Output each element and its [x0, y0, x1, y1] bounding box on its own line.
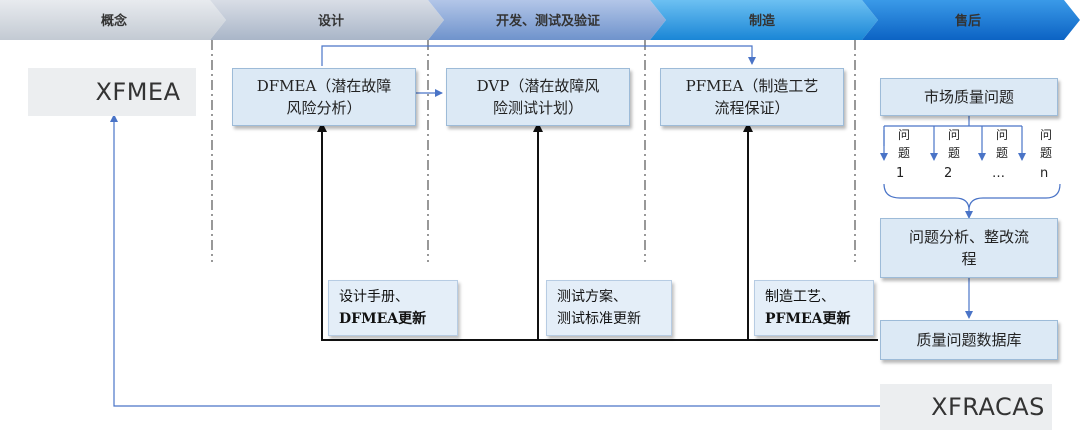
- xfracas-logo: XFRACAS: [880, 384, 1052, 430]
- phase-chevron-aftersales: [862, 0, 1080, 40]
- dfmea-line-2: 风险分析）: [286, 99, 362, 117]
- problem-n-number: n: [1040, 166, 1049, 181]
- mfg-note-line-1: 制造工艺、: [765, 289, 835, 305]
- quality-database-box: 质量问题数据库: [880, 320, 1058, 360]
- market-quality-label: 市场质量问题: [923, 88, 1014, 106]
- phase-label-aftersales: 售后: [955, 13, 981, 29]
- dvp-line-2: 险测试计划）: [492, 99, 583, 117]
- design-note-line-1: 设计手册、: [339, 289, 409, 305]
- dvp-line-1: DVP（潜在故障风: [476, 77, 600, 95]
- phase-label-concept: 概念: [101, 13, 127, 29]
- dfmea-box: DFMEA（潜在故障风险分析）: [232, 68, 416, 126]
- design-update-note: 设计手册、 DFMEA更新: [328, 280, 458, 336]
- phase-label-design: 设计: [318, 13, 344, 29]
- market-quality-box: 市场质量问题: [880, 78, 1058, 116]
- analysis-line-1: 问题分析、整改流: [908, 228, 1029, 246]
- quality-database-label: 质量问题数据库: [916, 331, 1022, 349]
- problem-2-number: 2: [944, 166, 953, 181]
- pfmea-line-2: 流程保证）: [714, 99, 790, 117]
- problem-3-number: …: [992, 166, 1005, 181]
- phase-chevron-design: [210, 0, 444, 40]
- pfmea-line-1: PFMEA（制造工艺: [685, 77, 819, 95]
- design-note-line-2: DFMEA更新: [339, 311, 427, 327]
- analysis-line-2: 程: [961, 250, 977, 268]
- test-note-line-2: 测试标准更新: [557, 311, 641, 327]
- phase-label-mfg: 制造: [749, 13, 776, 29]
- phase-chevron-mfg: [650, 0, 878, 40]
- problem-3-label: 问题: [995, 128, 1008, 160]
- problem-n-label: 问题: [1039, 128, 1052, 160]
- blue-connectors: [110, 45, 1061, 407]
- problem-2-label: 问题: [947, 128, 960, 160]
- problem-1-label: 问题: [897, 128, 910, 160]
- xfmea-logo-text: XFMEA: [95, 78, 181, 106]
- feedback-lines: [317, 122, 878, 341]
- mfg-update-note: 制造工艺、 PFMEA更新: [754, 280, 874, 336]
- xfmea-logo: XFMEA: [28, 68, 196, 116]
- phase-chevron-dev: [428, 0, 666, 40]
- dvp-box: DVP（潜在故障风险测试计划）: [446, 68, 630, 126]
- phase-label-dev: 开发、测试及验证: [496, 13, 600, 29]
- test-update-note: 测试方案、 测试标准更新: [546, 280, 672, 336]
- dfmea-line-1: DFMEA（潜在故障: [256, 77, 392, 95]
- mfg-note-line-2: PFMEA更新: [765, 311, 851, 327]
- problem-1-number: 1: [896, 166, 905, 181]
- xfracas-logo-text: XFRACAS: [931, 393, 1045, 421]
- pfmea-box: PFMEA（制造工艺流程保证）: [660, 68, 844, 126]
- phase-dividers: [211, 40, 856, 262]
- test-note-line-1: 测试方案、: [557, 289, 627, 305]
- problem-analysis-box: 问题分析、整改流程: [880, 218, 1058, 278]
- phase-chevron-concept: [0, 0, 226, 40]
